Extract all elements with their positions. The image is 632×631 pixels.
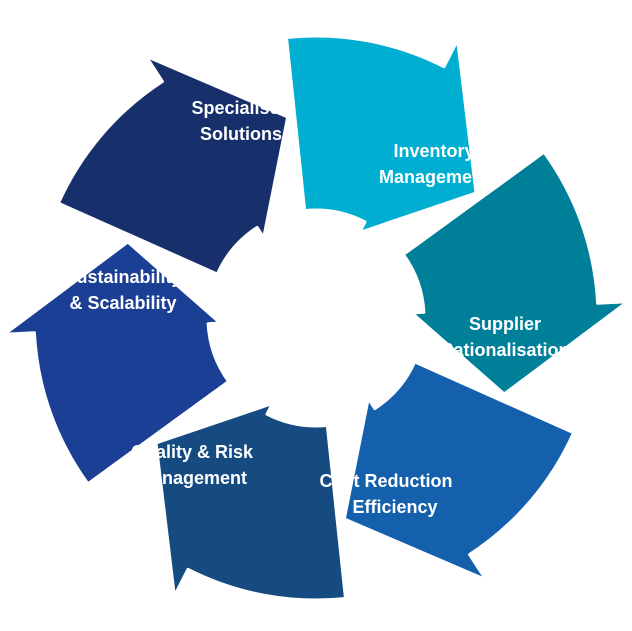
arrow-segment-inventory-management xyxy=(285,34,478,234)
segment-label-line: Management xyxy=(137,468,247,488)
segment-label-line: Cost Reduction xyxy=(320,471,453,491)
arrow-segment-quality-risk xyxy=(154,402,347,602)
segment-label-sustainability: Sustainability & Scalability xyxy=(64,267,181,313)
segment-label-line: Rationalisation xyxy=(440,340,569,360)
segment-label-line: & Efficiency xyxy=(334,497,437,517)
arrow-segment-sustainability xyxy=(2,240,231,486)
segment-label-line: Management xyxy=(379,167,489,187)
segment-label-line: Sustainability xyxy=(64,267,181,287)
segment-label-line: Specialised xyxy=(191,98,290,118)
segment-label-cost-reduction: Cost Reduction & Efficiency xyxy=(320,471,453,517)
segment-label-line: Quality & Risk xyxy=(131,442,254,462)
segment-label-line: & Scalability xyxy=(69,293,176,313)
segment-label-line: Supplier xyxy=(469,314,541,334)
arrow-segment-specialised-solutions xyxy=(56,54,290,276)
segment-label-line: Solutions xyxy=(200,124,282,144)
segment-label-line: Inventory xyxy=(393,141,474,161)
arrow-segment-supplier-rationalisation xyxy=(401,150,630,396)
arrow-segment-cost-reduction xyxy=(342,360,576,582)
